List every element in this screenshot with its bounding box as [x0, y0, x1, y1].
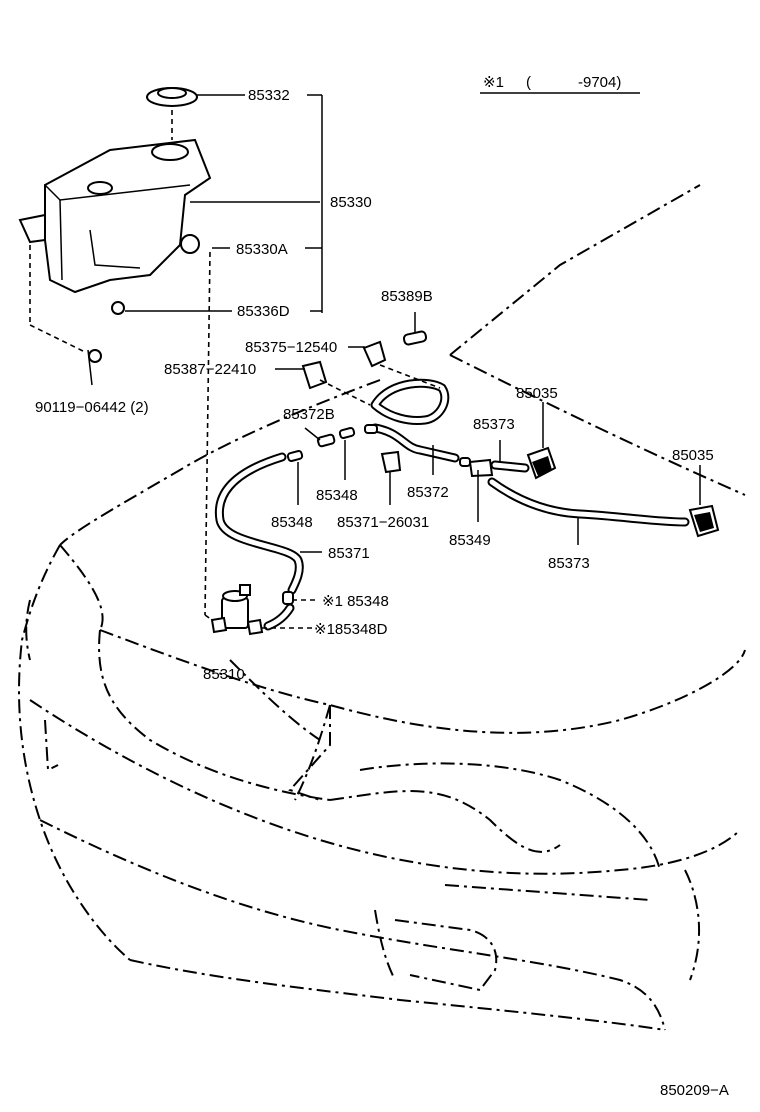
label-85336d: 85336D [237, 303, 290, 320]
washer-hoses [214, 378, 690, 631]
label-85372b: 85372B [283, 406, 335, 423]
label-85332: 85332 [248, 87, 290, 104]
applicability-note: ※1 ( -9704) [480, 74, 640, 94]
note-range: -9704) [578, 74, 621, 91]
note-marker: ※1 [483, 74, 504, 91]
washer-nozzles [526, 446, 720, 538]
washer-reservoir-tank [18, 87, 212, 386]
hose-fittings [282, 330, 494, 605]
label-85348d: ※185348D [314, 621, 388, 638]
label-85330: 85330 [330, 194, 372, 211]
car-body-outline [18, 184, 746, 1031]
label-85348-note: ※1 85348 [322, 593, 389, 610]
label-85348-left: 85348 [271, 514, 313, 531]
label-85310: 85310 [203, 666, 245, 683]
label-85371-26031: 85371−26031 [337, 514, 429, 531]
label-85035-left: 85035 [516, 385, 558, 402]
label-85375: 85375−12540 [245, 339, 337, 356]
washer-pump [210, 584, 264, 636]
label-85349: 85349 [449, 532, 491, 549]
part-leader-lines [262, 312, 701, 629]
label-85371: 85371 [328, 545, 370, 562]
label-85348-mid: 85348 [316, 487, 358, 504]
diagram-code: 850209−A [660, 1082, 729, 1099]
reservoir-leader-lines [125, 94, 323, 623]
label-85372: 85372 [407, 484, 449, 501]
part-labels: 85332 85330 85330A 85336D 90119−06442 (2… [35, 87, 714, 683]
note-paren: ( [526, 74, 531, 91]
label-85387: 85387−22410 [164, 361, 256, 378]
label-85035-right: 85035 [672, 447, 714, 464]
label-85330a: 85330A [236, 241, 288, 258]
label-85373-top: 85373 [473, 416, 515, 433]
label-85389b: 85389B [381, 288, 433, 305]
label-90119: 90119−06442 (2) [35, 399, 149, 416]
label-85373-bottom: 85373 [548, 555, 590, 572]
